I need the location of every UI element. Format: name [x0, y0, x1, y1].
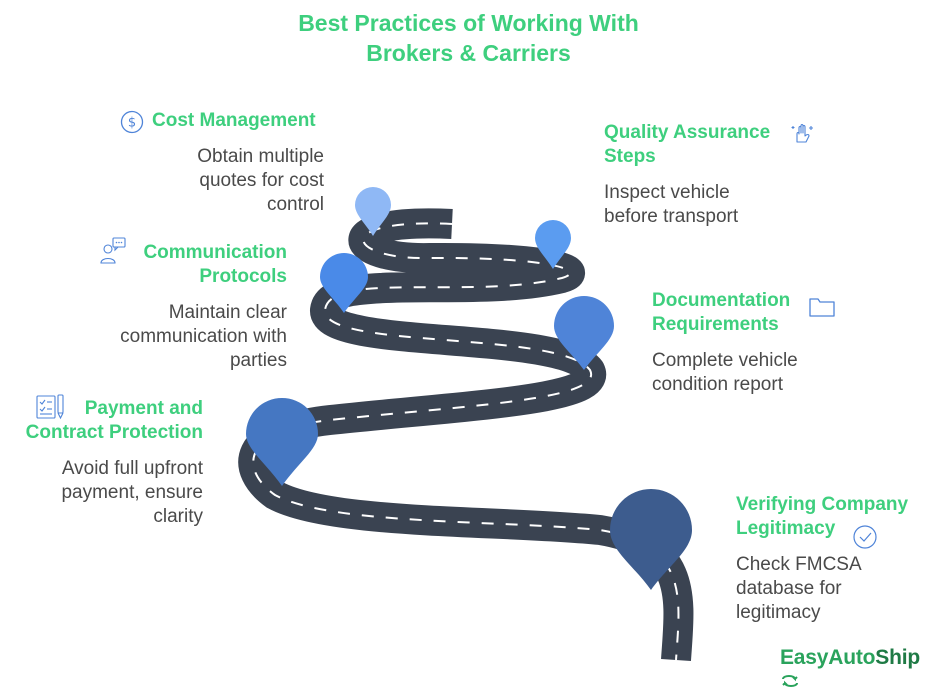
step-heading-communication: Communication Protocols — [143, 242, 287, 287]
logo-arrows-icon — [782, 675, 798, 687]
page-title: Best Practices of Working With Brokers &… — [0, 8, 937, 68]
pin-cost-management — [355, 187, 391, 236]
contract-pen-icon — [35, 392, 69, 427]
winding-road — [238, 187, 694, 661]
step-description-verifying: Check FMCSA database for legitimacy — [736, 554, 862, 623]
step-heading-quality-assurance: Quality Assurance Steps — [604, 122, 771, 167]
pin-verifying — [610, 489, 692, 590]
step-description-documentation: Complete vehicle condition report — [652, 350, 798, 395]
person-chat-icon — [99, 236, 127, 271]
step-heading-cost-management: Cost Management — [152, 110, 316, 131]
step-heading-documentation: Documentation Requirements — [652, 290, 791, 335]
title-line-1: Best Practices of Working With — [298, 10, 639, 36]
brand-name-part1: EasyAuto — [780, 646, 876, 669]
title-line-2: Brokers & Carriers — [366, 40, 571, 66]
svg-text:$: $ — [128, 116, 136, 131]
road-surface — [238, 208, 694, 661]
check-circle-icon — [852, 524, 878, 555]
step-description-communication: Maintain clear communication with partie… — [120, 302, 287, 371]
hand-sparkle-icon — [789, 120, 817, 153]
step-description-quality-assurance: Inspect vehicle before transport — [604, 182, 739, 227]
folder-icon — [808, 294, 836, 325]
step-heading-verifying: Verifying Company Legitimacy — [736, 494, 909, 539]
pin-documentation — [554, 296, 614, 370]
pin-communication — [320, 253, 368, 313]
step-description-payment: Avoid full upfront payment, ensure clari… — [61, 458, 203, 527]
brand-name-part2: Ship — [875, 646, 920, 669]
pin-quality-assurance — [535, 220, 571, 269]
step-description-cost-management: Obtain multiple quotes for cost control — [197, 146, 324, 215]
road-center-dashes — [252, 222, 680, 661]
brand-logo: EasyAutoShip — [780, 646, 937, 694]
dollar-circle-icon: $ — [120, 110, 144, 139]
step-heading-payment: Payment and Contract Protection — [25, 398, 203, 443]
pin-payment — [246, 397, 318, 486]
